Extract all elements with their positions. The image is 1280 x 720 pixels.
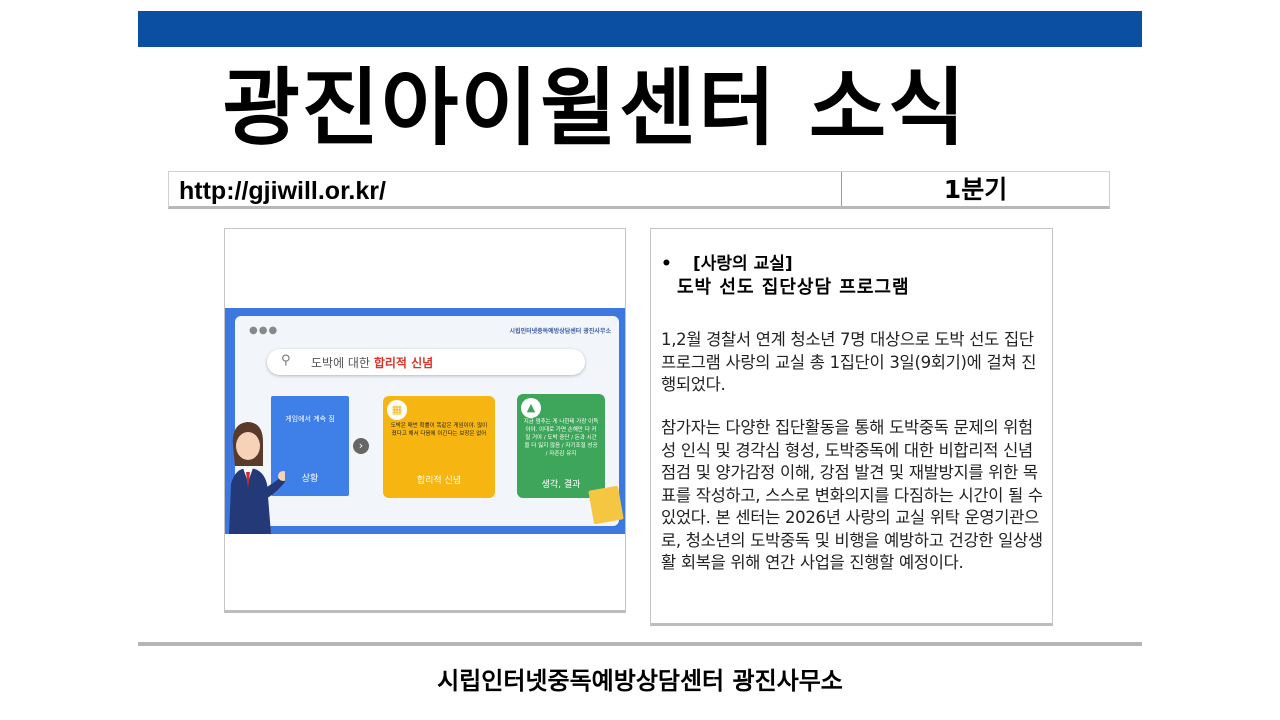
chevron-right-icon: › [353,438,369,454]
illustration-search-bar: ⚲ 도박에 대한 합리적 신념 [267,349,585,375]
top-banner-bar [138,11,1142,47]
website-url[interactable]: http://gjiwill.or.kr/ [169,172,842,206]
footer-org-name: 시립인터넷중독예방상담센터 광진사무소 [437,667,843,695]
result-card-text: 지금 멈추는 게 나한테 가장 이득이야. 이대로 가면 손해만 더 커질 거야… [523,419,599,457]
book-icon: ▦ [387,400,407,420]
student-character-icon [229,422,285,534]
situation-card-title: 게임에서 계속 짐 [285,415,335,423]
article-subheading: 도박 선도 집단상담 프로그램 [677,277,910,298]
search-icon: ⚲ [281,353,291,368]
bullet-icon: • [661,254,672,274]
illustration-search-text: 도박에 대한 합리적 신념 [311,356,434,370]
article-heading-row: • [사랑의 교실] [661,251,793,277]
result-card-foot: 생각, 결과 [541,480,581,490]
belief-card-foot: 합리적 신념 [416,476,462,486]
image-panel: ●●● 시립인터넷중독예방상담센터 광진사무소 ⚲ 도박에 대한 합리적 신념 … [224,228,626,613]
belief-card-text: 도박은 매번 확률이 똑같은 게임이야. 많이 졌다고 해서 다음에 이긴다는 … [390,423,488,437]
window-dots-icon: ●●● [249,325,279,336]
memo-note-icon [588,485,624,525]
page-title: 광진아이윌센터 소식 [222,59,968,157]
article-paragraph-1: 1,2월 경찰서 연계 청소년 7명 대상으로 도박 선도 집단프로그램 사랑의… [661,330,1037,394]
info-row: http://gjiwill.or.kr/ 1분기 [168,171,1110,209]
result-card: ▲ 지금 멈추는 게 나한테 가장 이득이야. 이대로 가면 손해만 더 커질 … [517,394,605,498]
article-heading: [사랑의 교실] [693,254,793,274]
bottom-divider [138,642,1142,646]
situation-card-foot: 상황 [301,474,319,484]
quarter-label: 1분기 [943,175,1008,204]
article-panel: • [사랑의 교실] 도박 선도 집단상담 프로그램 1,2월 경찰서 연계 청소… [650,228,1053,626]
illustration-brand: 시립인터넷중독예방상담센터 광진사무소 [509,328,611,335]
article-paragraph-2: 참가자는 다양한 집단활동을 통해 도박중독 문제의 위험성 인식 및 경각심 … [661,418,1043,572]
illustration-window: ●●● 시립인터넷중독예방상담센터 광진사무소 ⚲ 도박에 대한 합리적 신념 … [235,316,619,526]
program-illustration: ●●● 시립인터넷중독예방상담센터 광진사무소 ⚲ 도박에 대한 합리적 신념 … [225,308,625,534]
belief-card: ▦ 도박은 매번 확률이 똑같은 게임이야. 많이 졌다고 해서 다음에 이긴다… [383,396,495,498]
bell-icon: ▲ [521,398,541,418]
